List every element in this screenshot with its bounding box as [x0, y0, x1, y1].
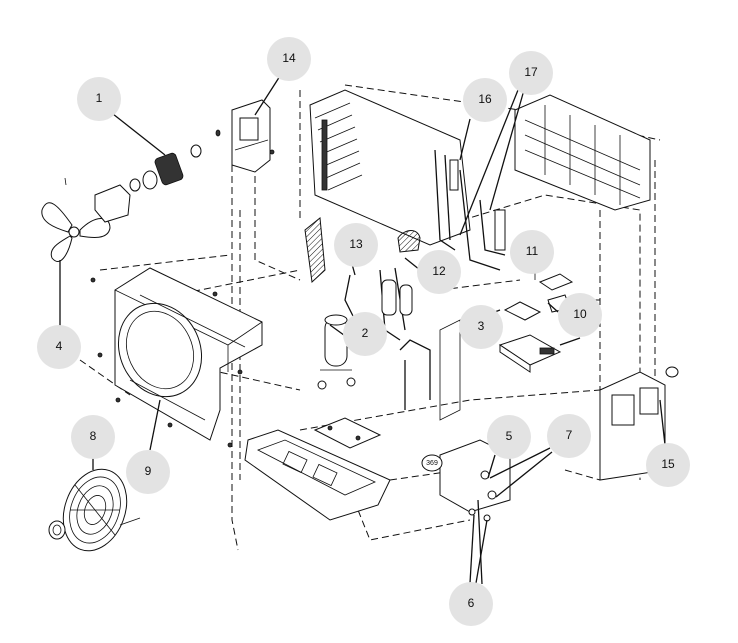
callout-label: 11	[526, 244, 539, 258]
callout-label: 9	[145, 464, 152, 478]
callout-label: 13	[349, 237, 363, 251]
callout-9: 9	[126, 450, 170, 494]
condenser-coil	[309, 89, 471, 246]
callout-13: 13	[334, 223, 378, 267]
callout-label: 14	[282, 51, 296, 65]
insulation-pieces	[304, 217, 421, 284]
motor-support-bracket	[231, 99, 275, 173]
piping-and-valves	[344, 149, 506, 421]
compressor	[317, 279, 413, 390]
callout-label: 4	[56, 339, 63, 353]
callout-label: 3	[478, 319, 485, 333]
callout-11: 11	[510, 230, 554, 274]
fan-blade	[41, 177, 111, 262]
callout-3: 3	[459, 305, 503, 349]
front-panel	[90, 267, 263, 448]
callout-label: 1	[96, 91, 103, 105]
callout-6: 6	[449, 582, 493, 626]
callout-label: 16	[478, 92, 492, 106]
callout-label: 7	[566, 428, 573, 442]
callout-label: 10	[573, 307, 587, 321]
callout-16: 16	[463, 78, 507, 122]
rear-grille	[514, 94, 651, 211]
callout-4: 4	[37, 325, 81, 369]
callout-17: 17	[509, 51, 553, 95]
callout-5: 5	[487, 415, 531, 459]
callout-label: 2	[362, 326, 369, 340]
service-valve-assembly: 369	[421, 439, 511, 522]
callout-1: 1	[77, 77, 121, 121]
callout-label: 6	[468, 596, 475, 610]
base-pan	[244, 429, 391, 521]
callout-label: 8	[90, 429, 97, 443]
callout-8: 8	[71, 415, 115, 459]
compressor-mount-plate	[313, 417, 382, 449]
callout-label: 15	[661, 457, 675, 471]
part-tag: 369	[426, 460, 438, 467]
fan-motor	[94, 129, 221, 223]
callout-2: 2	[343, 312, 387, 356]
callout-label: 17	[524, 65, 538, 79]
callout-label: 5	[506, 429, 513, 443]
callout-12: 12	[417, 250, 461, 294]
callout-14: 14	[267, 37, 311, 81]
control-box	[498, 301, 581, 373]
callout-10: 10	[558, 293, 602, 337]
fan-guard	[48, 468, 141, 552]
callout-label: 12	[432, 264, 446, 278]
callout-15: 15	[646, 443, 690, 487]
right-side-panel	[599, 366, 679, 481]
callout-7: 7	[547, 414, 591, 458]
